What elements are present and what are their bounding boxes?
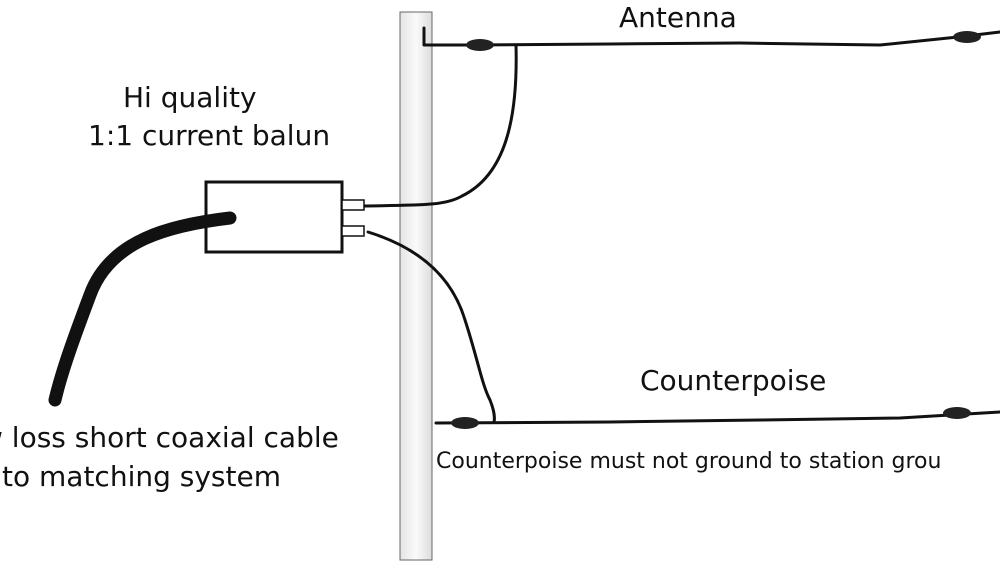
counterpoise-feed-wire — [366, 230, 496, 424]
balun-terminal — [341, 225, 365, 237]
antenna-feed-wire — [360, 43, 518, 208]
balun-label-line2: 1:1 current balun — [88, 119, 331, 152]
insulator-icon — [953, 31, 981, 43]
insulator-icon — [451, 417, 479, 429]
mast-pole — [399, 11, 433, 561]
insulator-icon — [466, 39, 494, 51]
coax-label-line1: w loss short coaxial cable — [0, 421, 339, 454]
counterpoise-wire — [434, 410, 1000, 425]
coax-label-line2: to matching system — [2, 460, 281, 493]
insulator-icon — [943, 407, 971, 419]
counterpoise-label: Counterpoise — [640, 364, 827, 397]
balun-label-line1: Hi quality — [123, 81, 257, 114]
antenna-label: Antenna — [619, 1, 737, 34]
coax-cable — [48, 211, 237, 407]
counterpoise-note: Counterpoise must not ground to station … — [436, 449, 942, 474]
antenna-wire — [422, 26, 1000, 47]
balun-terminal — [341, 199, 365, 211]
